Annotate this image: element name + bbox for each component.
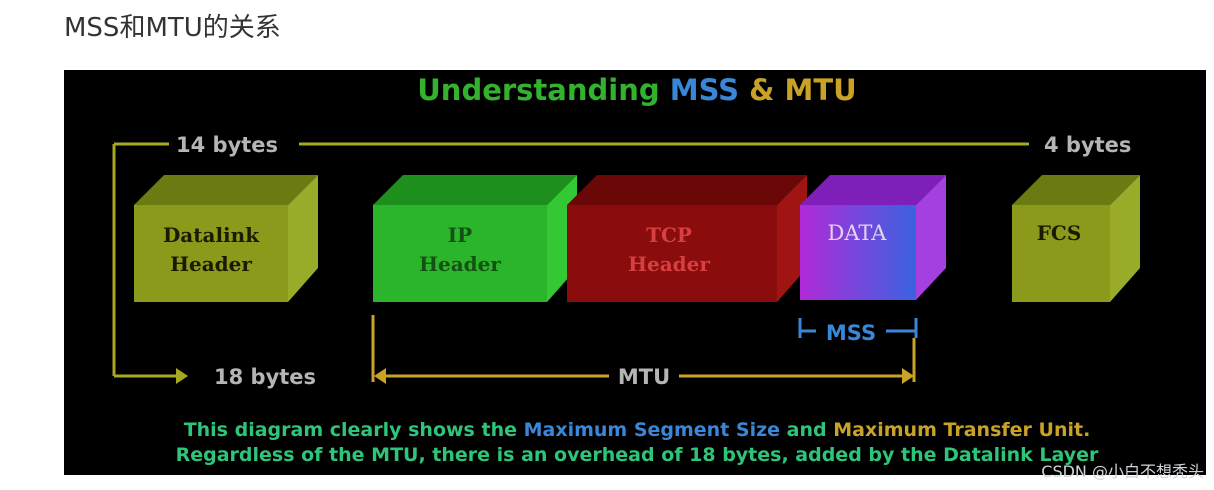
svg-text:FCS: FCS: [1037, 221, 1082, 245]
diagram-title: Understanding MSS & MTU: [417, 73, 856, 107]
ip-header-block: IP Header: [373, 175, 577, 302]
mtu-arrow-right: [902, 368, 914, 384]
label-mss: MSS: [826, 321, 876, 345]
svg-text:Header: Header: [628, 252, 710, 276]
svg-text:DATA: DATA: [828, 221, 888, 245]
label-4-bytes: 4 bytes: [1044, 133, 1131, 157]
tcp-header-block: TCP Header: [567, 175, 807, 302]
svg-text:Header: Header: [170, 252, 252, 276]
page-title: MSS和MTU的关系: [64, 13, 281, 43]
caption-line-2: Regardless of the MTU, there is an overh…: [176, 444, 1099, 466]
header-span-line: [112, 142, 1029, 378]
label-mtu: MTU: [618, 365, 670, 389]
svg-text:TCP: TCP: [646, 223, 692, 247]
svg-text:Header: Header: [419, 252, 501, 276]
datalink-header-block: Datalink Header: [134, 175, 318, 302]
mtu-arrow-left: [374, 368, 386, 384]
data-block: DATA: [800, 175, 946, 300]
arrow-18-bytes-head: [176, 368, 188, 384]
watermark: CSDN @小白不想秃头: [1041, 462, 1204, 481]
mtu-bracket: [371, 315, 916, 382]
fcs-block: FCS: [1012, 175, 1140, 302]
label-14-bytes: 14 bytes: [176, 133, 278, 157]
mss-bracket: [798, 318, 918, 338]
svg-text:IP: IP: [448, 223, 472, 247]
svg-text:Datalink: Datalink: [163, 223, 260, 247]
mss-mtu-diagram: Understanding MSS & MTU 14 bytes 4 bytes…: [64, 70, 1206, 475]
diagram-canvas: Understanding MSS & MTU 14 bytes 4 bytes…: [112, 73, 1140, 466]
label-18-bytes: 18 bytes: [214, 365, 316, 389]
caption-line-1: This diagram clearly shows the Maximum S…: [184, 419, 1091, 441]
